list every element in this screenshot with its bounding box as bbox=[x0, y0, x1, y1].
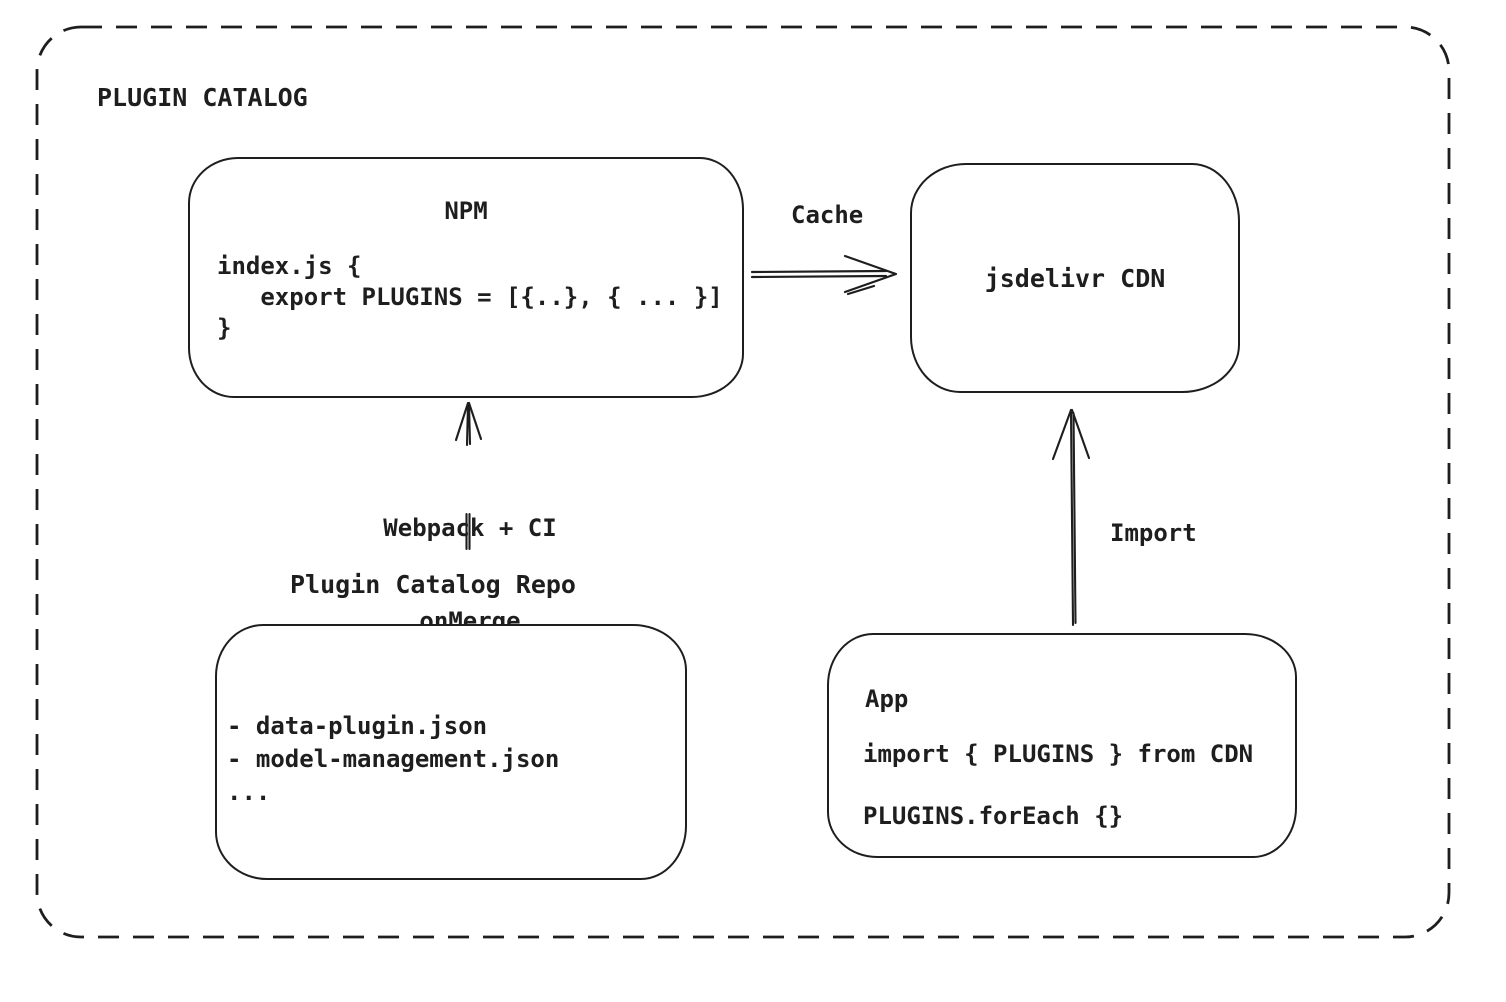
build-arrowhead-icon bbox=[454, 401, 470, 442]
code-line: export PLUGINS = [{..}, { ... }] bbox=[217, 283, 723, 311]
import-arrow bbox=[1051, 408, 1091, 627]
npm-node: NPM index.js { export PLUGINS = [{..}, {… bbox=[188, 157, 744, 398]
import-arrow-label: Import bbox=[1110, 519, 1197, 547]
repo-node: - data-plugin.json - model-management.js… bbox=[215, 624, 687, 880]
app-node: App import { PLUGINS } from CDN PLUGINS.… bbox=[827, 633, 1297, 858]
cache-arrowhead-icon bbox=[846, 284, 876, 296]
app-code-line: PLUGINS.forEach {} bbox=[863, 802, 1124, 830]
cache-arrow-shaft bbox=[750, 269, 888, 274]
code-line: index.js { bbox=[217, 252, 362, 280]
cache-arrow-label: Cache bbox=[791, 201, 864, 229]
cache-arrowhead-icon bbox=[843, 254, 898, 294]
repo-file-item: - data-plugin.json bbox=[227, 712, 488, 740]
repo-node-label: Plugin Catalog Repo bbox=[290, 570, 576, 599]
build-arrow-shaft bbox=[465, 402, 470, 447]
repo-node-files: - data-plugin.json - model-management.js… bbox=[227, 710, 559, 809]
cdn-node: jsdelivr CDN bbox=[910, 163, 1240, 393]
cdn-node-label: jsdelivr CDN bbox=[984, 263, 1166, 293]
npm-node-title: NPM bbox=[444, 197, 488, 225]
group-title: PLUGIN CATALOG bbox=[97, 83, 308, 112]
import-arrow-shaft bbox=[1069, 409, 1075, 627]
build-arrow-shaft bbox=[467, 402, 472, 446]
import-arrow-shaft bbox=[1072, 411, 1077, 625]
plugin-catalog-group-frame bbox=[35, 25, 1451, 939]
import-arrowhead-icon bbox=[1051, 408, 1073, 461]
app-code-line: import { PLUGINS } from CDN bbox=[863, 740, 1254, 768]
build-arrow bbox=[454, 401, 483, 551]
build-arrow-label-line: Webpack + CI bbox=[383, 514, 557, 542]
npm-node-code: index.js { export PLUGINS = [{..}, { ...… bbox=[217, 251, 723, 344]
build-arrowhead-icon bbox=[467, 401, 483, 441]
import-arrowhead-icon bbox=[1070, 408, 1091, 460]
repo-file-item: ... bbox=[227, 778, 271, 806]
repo-file-item: - model-management.json bbox=[227, 745, 560, 773]
cache-arrow-shaft bbox=[750, 274, 888, 279]
code-line: } bbox=[217, 314, 232, 342]
cache-arrow bbox=[750, 254, 898, 296]
app-node-title: App bbox=[865, 685, 909, 713]
